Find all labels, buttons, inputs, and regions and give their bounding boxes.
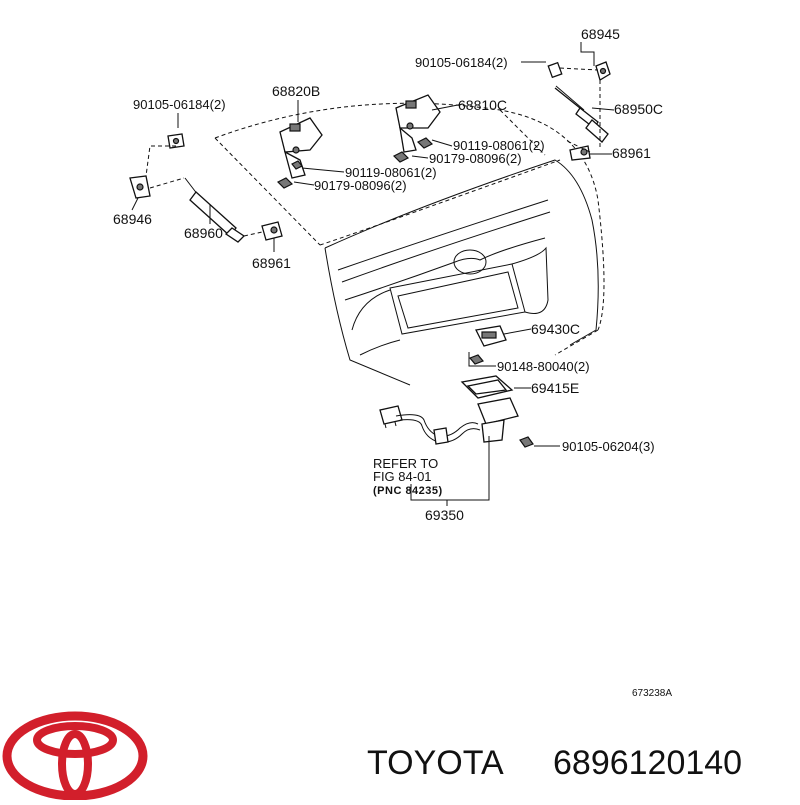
callout-68961-right: 68961 [612,145,651,161]
hinge-right [395,94,441,153]
latch-assembly [460,325,534,448]
callout-68810c: 68810C [458,97,507,113]
figure-code: 673238A [632,688,672,699]
callout-69430c: 69430C [531,321,580,337]
callout-68950c: 68950C [614,101,663,117]
hinge-bolts [276,137,434,189]
brand-name: TOYOTA [367,744,504,782]
strut-left [129,133,283,243]
wire-harness [379,405,481,445]
callout-90119-left: 90119-08061(2) [345,165,437,180]
part-number: 6896120140 [553,744,742,782]
callout-68946: 68946 [113,211,152,227]
callout-90148: 90148-80040(2) [497,359,590,374]
callout-90105-top: 90105-06184(2) [415,55,508,70]
leader-lines [131,42,615,506]
back-door-outline [214,102,605,356]
callout-90179-left: 90179-08096(2) [314,178,407,193]
callout-69415e: 69415E [531,380,579,396]
refer-line-3: (PNC 84235) [373,485,443,497]
callout-68945: 68945 [581,26,620,42]
callout-69350: 69350 [425,507,464,523]
refer-line-1: REFER TO [373,456,438,471]
refer-line-2: FIG 84-01 [373,469,432,484]
strut-right [547,61,611,161]
toyota-logo-icon [2,711,148,801]
callout-68820b: 68820B [272,83,320,99]
callout-68961-left: 68961 [252,255,291,271]
callout-68960: 68960 [184,225,223,241]
callout-90105-left: 90105-06184(2) [133,97,226,112]
back-door-panel [324,159,599,386]
callout-90119-right: 90119-08061(2) [453,138,545,153]
callout-90105-bottom: 90105-06204(3) [562,439,655,454]
refer-note: REFER TO FIG 84-01 (PNC 84235) [373,456,443,497]
callout-90179-right: 90179-08096(2) [429,151,522,166]
